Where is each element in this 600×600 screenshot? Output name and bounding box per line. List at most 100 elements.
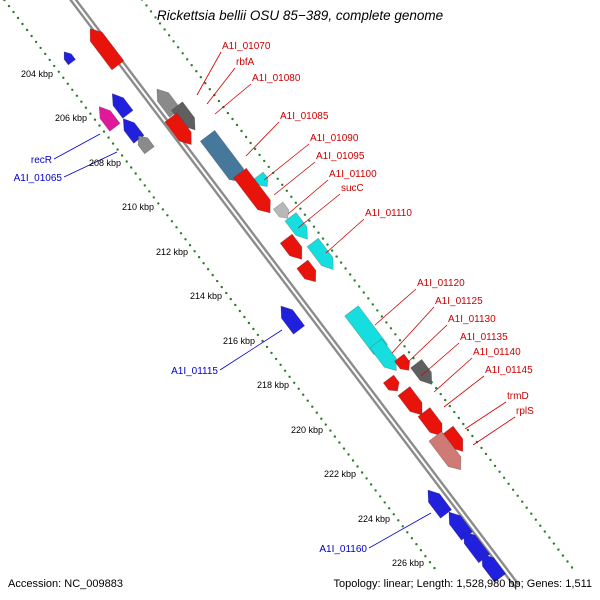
gene-arrow[interactable] [137,135,155,155]
gene-label[interactable]: A1I_01120 [417,278,465,289]
tick-dot [48,58,51,62]
tick-dot [84,106,88,109]
tick-dot [265,345,269,349]
gene-arrow[interactable] [89,28,125,71]
gene-arrow[interactable] [410,358,433,385]
gene-arrow[interactable] [369,338,397,372]
scale-label: 214 kbp [190,291,222,301]
gene-label[interactable]: rbfA [236,57,255,68]
tick-dot [302,393,305,396]
tick-dot [111,142,115,145]
gene-label[interactable]: A1I_01065 [14,173,63,184]
gene-label[interactable]: A1I_01160 [319,544,367,555]
tick-dot [453,410,456,414]
tick-dot [167,34,171,37]
gene-arrow[interactable] [417,407,443,437]
tick-dot [188,244,192,247]
gene-label[interactable]: A1I_01100 [329,169,377,180]
tick-dot [374,489,377,492]
gene-arrow[interactable] [111,93,134,119]
gene-arrow[interactable] [279,233,303,260]
gene-label-leader [214,83,252,115]
gene-arrow[interactable] [427,489,453,519]
tick-dot [21,22,24,26]
gene-label[interactable]: A1I_01115 [171,366,218,377]
gene-label[interactable]: A1I_01130 [448,314,496,325]
tick-dot [439,392,442,396]
scale-label: 204 kbp [21,69,53,79]
tick-dot [339,261,343,264]
tick-dot [342,447,346,450]
gene-label[interactable]: A1I_01070 [222,41,271,52]
tick-dot [240,129,243,133]
tick-dot [471,434,474,438]
gene-label[interactable]: A1I_01145 [485,365,533,376]
tick-dot [53,64,56,68]
gene-arrow[interactable] [382,374,400,392]
tick-dot [225,291,228,295]
tick-dot [30,34,33,38]
tick-dot [243,315,246,319]
gene-label[interactable]: sucC [341,183,364,194]
tick-dot [484,452,488,456]
gene-label-leader [368,512,432,549]
tick-dot [530,512,533,515]
tick-dot [557,548,560,551]
tick-dot [202,262,205,265]
gene-label[interactable]: A1I_01125 [435,296,483,307]
gene-arrow[interactable] [98,106,121,132]
tick-dot [186,58,189,61]
gene-label[interactable]: A1I_01085 [280,111,329,122]
tick-dot [428,561,432,564]
gene-label[interactable]: A1I_01090 [310,133,359,144]
tick-dot [335,255,338,258]
tick-dot [172,40,175,43]
tick-dot [270,351,273,355]
tick-dot [283,369,287,372]
tick-dot [7,4,11,8]
tick-dot [369,483,373,486]
gene-arrow[interactable] [397,386,423,416]
gene-label[interactable]: A1I_01095 [316,151,365,162]
tick-dot [179,232,183,235]
gene-arrow[interactable] [233,167,271,214]
gene-arrow[interactable] [280,305,306,335]
gene-label[interactable]: A1I_01135 [460,332,508,343]
gene-label-leader [374,288,417,326]
gene-arrow[interactable] [170,101,196,131]
gene-label-leader [433,357,473,393]
scale-label: 218 kbp [257,380,289,390]
gene-label[interactable]: rplS [516,406,534,417]
gene-arrow[interactable] [481,553,507,583]
gene-label-leader [420,342,460,377]
gene-label[interactable]: recR [31,155,52,166]
tick-dot [444,398,447,402]
gene-label[interactable]: A1I_01110 [365,208,412,219]
tick-dot [244,135,248,139]
tick-dot [158,22,162,25]
tick-dot [539,524,542,527]
tick-dot [217,99,221,103]
tick-dot [206,268,210,271]
tick-dot [288,375,291,378]
tick-dot [107,136,110,139]
tick-dot [385,321,388,324]
gene-arrows [63,28,507,583]
gene-arrow[interactable] [428,430,462,471]
tick-dot [235,123,239,127]
gene-arrow[interactable] [296,259,317,283]
gene-arrow[interactable] [284,212,308,240]
gene-label[interactable]: A1I_01080 [252,73,301,84]
gene-arrow[interactable] [393,353,411,371]
gene-arrow[interactable] [306,237,334,271]
gene-arrow[interactable] [164,112,192,146]
tick-dot [163,28,166,31]
gene-label-leader [219,329,283,371]
tick-dot [480,446,483,450]
gene-arrow[interactable] [63,51,76,66]
gene-label[interactable]: A1I_01140 [473,347,521,358]
gene-arrow[interactable] [272,201,290,219]
tick-dot [62,76,65,80]
gene-label[interactable]: trmD [507,391,529,402]
